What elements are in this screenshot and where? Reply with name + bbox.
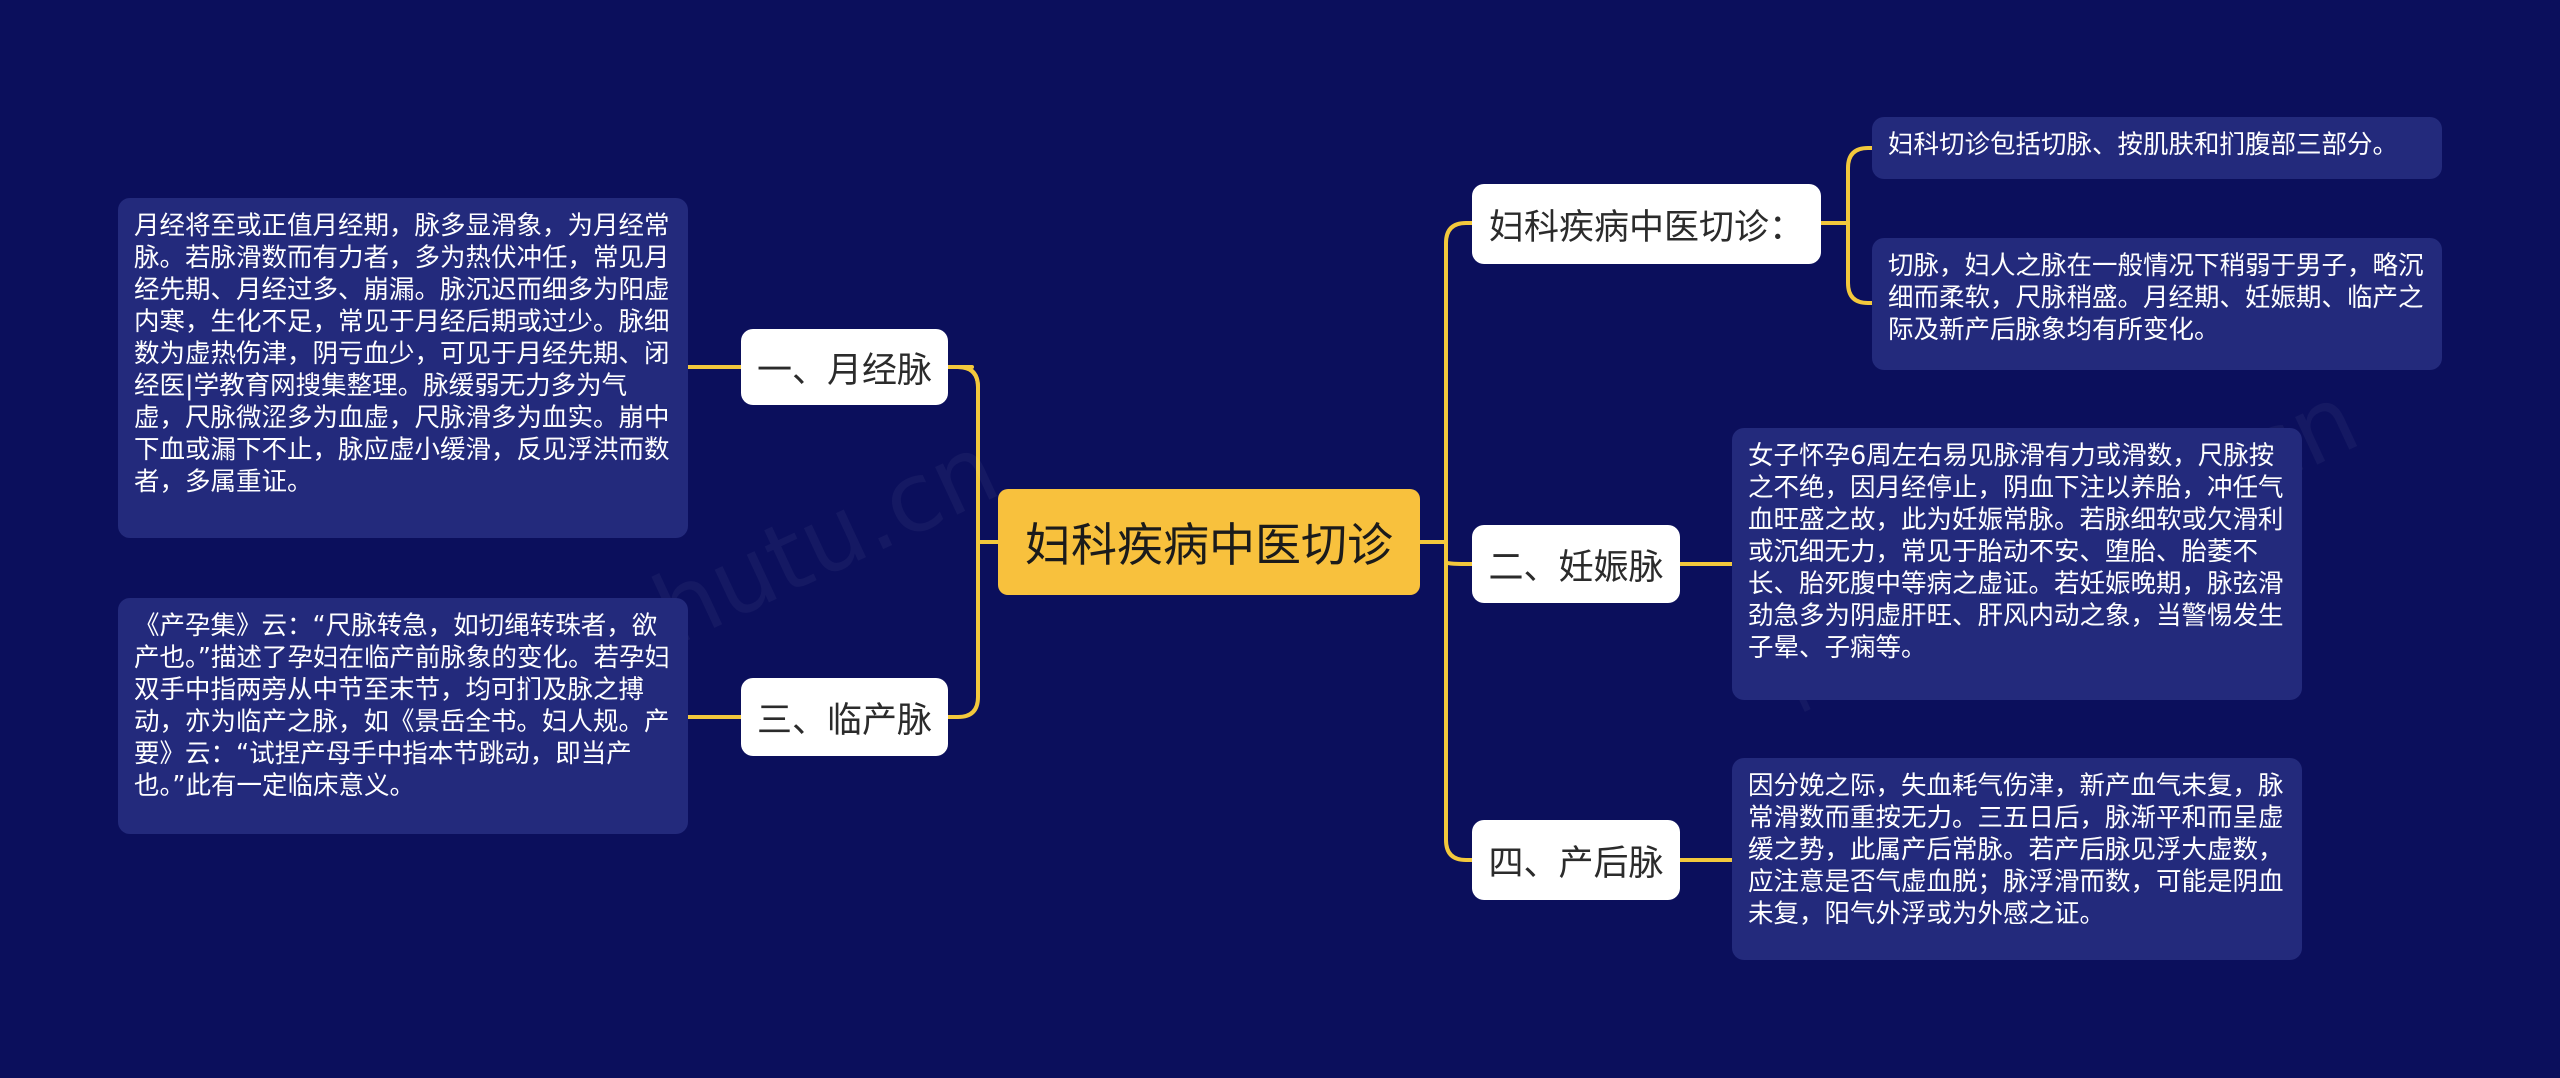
branch-renshen[interactable]: 二、妊娠脉 (1472, 525, 1680, 603)
branch-chanhou[interactable]: 四、产后脉 (1472, 820, 1680, 900)
connector-qiezhen-leaf2 (1846, 221, 1874, 305)
branch-yuejing[interactable]: 一、月经脉 (741, 329, 948, 405)
leaf-renshen-detail: 女子怀孕6周左右易见脉滑有力或滑数，尺脉按之不绝，因月经停止，阴血下注以养胎，冲… (1732, 428, 2302, 700)
leaf-qiezhen-detail-2: 切脉，妇人之脉在一般情况下稍弱于男子，略沉细而柔软，尺脉稍盛。月经期、妊娠期、临… (1872, 238, 2442, 370)
leaf-yuejing-detail: 月经将至或正值月经期，脉多显滑象，为月经常脉。若脉滑数而有力者，多为热伏冲任，常… (118, 198, 688, 538)
connector-to-yuejing (946, 365, 980, 389)
root-topic[interactable]: 妇科疾病中医切诊 (998, 489, 1420, 595)
connector-to-linchan (946, 540, 980, 719)
connector-to-renshen (1444, 540, 1474, 566)
branch-qiezhen[interactable]: 妇科疾病中医切诊： (1472, 184, 1821, 264)
connector-left-trunk (957, 365, 980, 544)
leaf-qiezhen-detail-1: 妇科切诊包括切脉、按肌肤和扪腹部三部分。 (1872, 117, 2442, 179)
leaf-linchan-detail: 《产孕集》云：“尺脉转急，如切绳转珠者，欲产也。”描述了孕妇在临产前脉象的变化。… (118, 598, 688, 834)
branch-linchan[interactable]: 三、临产脉 (741, 678, 948, 756)
connector-qiezhen-leaf1 (1846, 146, 1874, 225)
connector-to-qiezhen (1444, 221, 1474, 544)
leaf-chanhou-detail: 因分娩之际，失血耗气伤津，新产血气未复，脉常滑数而重按无力。三五日后，脉渐平和而… (1732, 758, 2302, 960)
connector-to-chanhou (1444, 540, 1474, 862)
